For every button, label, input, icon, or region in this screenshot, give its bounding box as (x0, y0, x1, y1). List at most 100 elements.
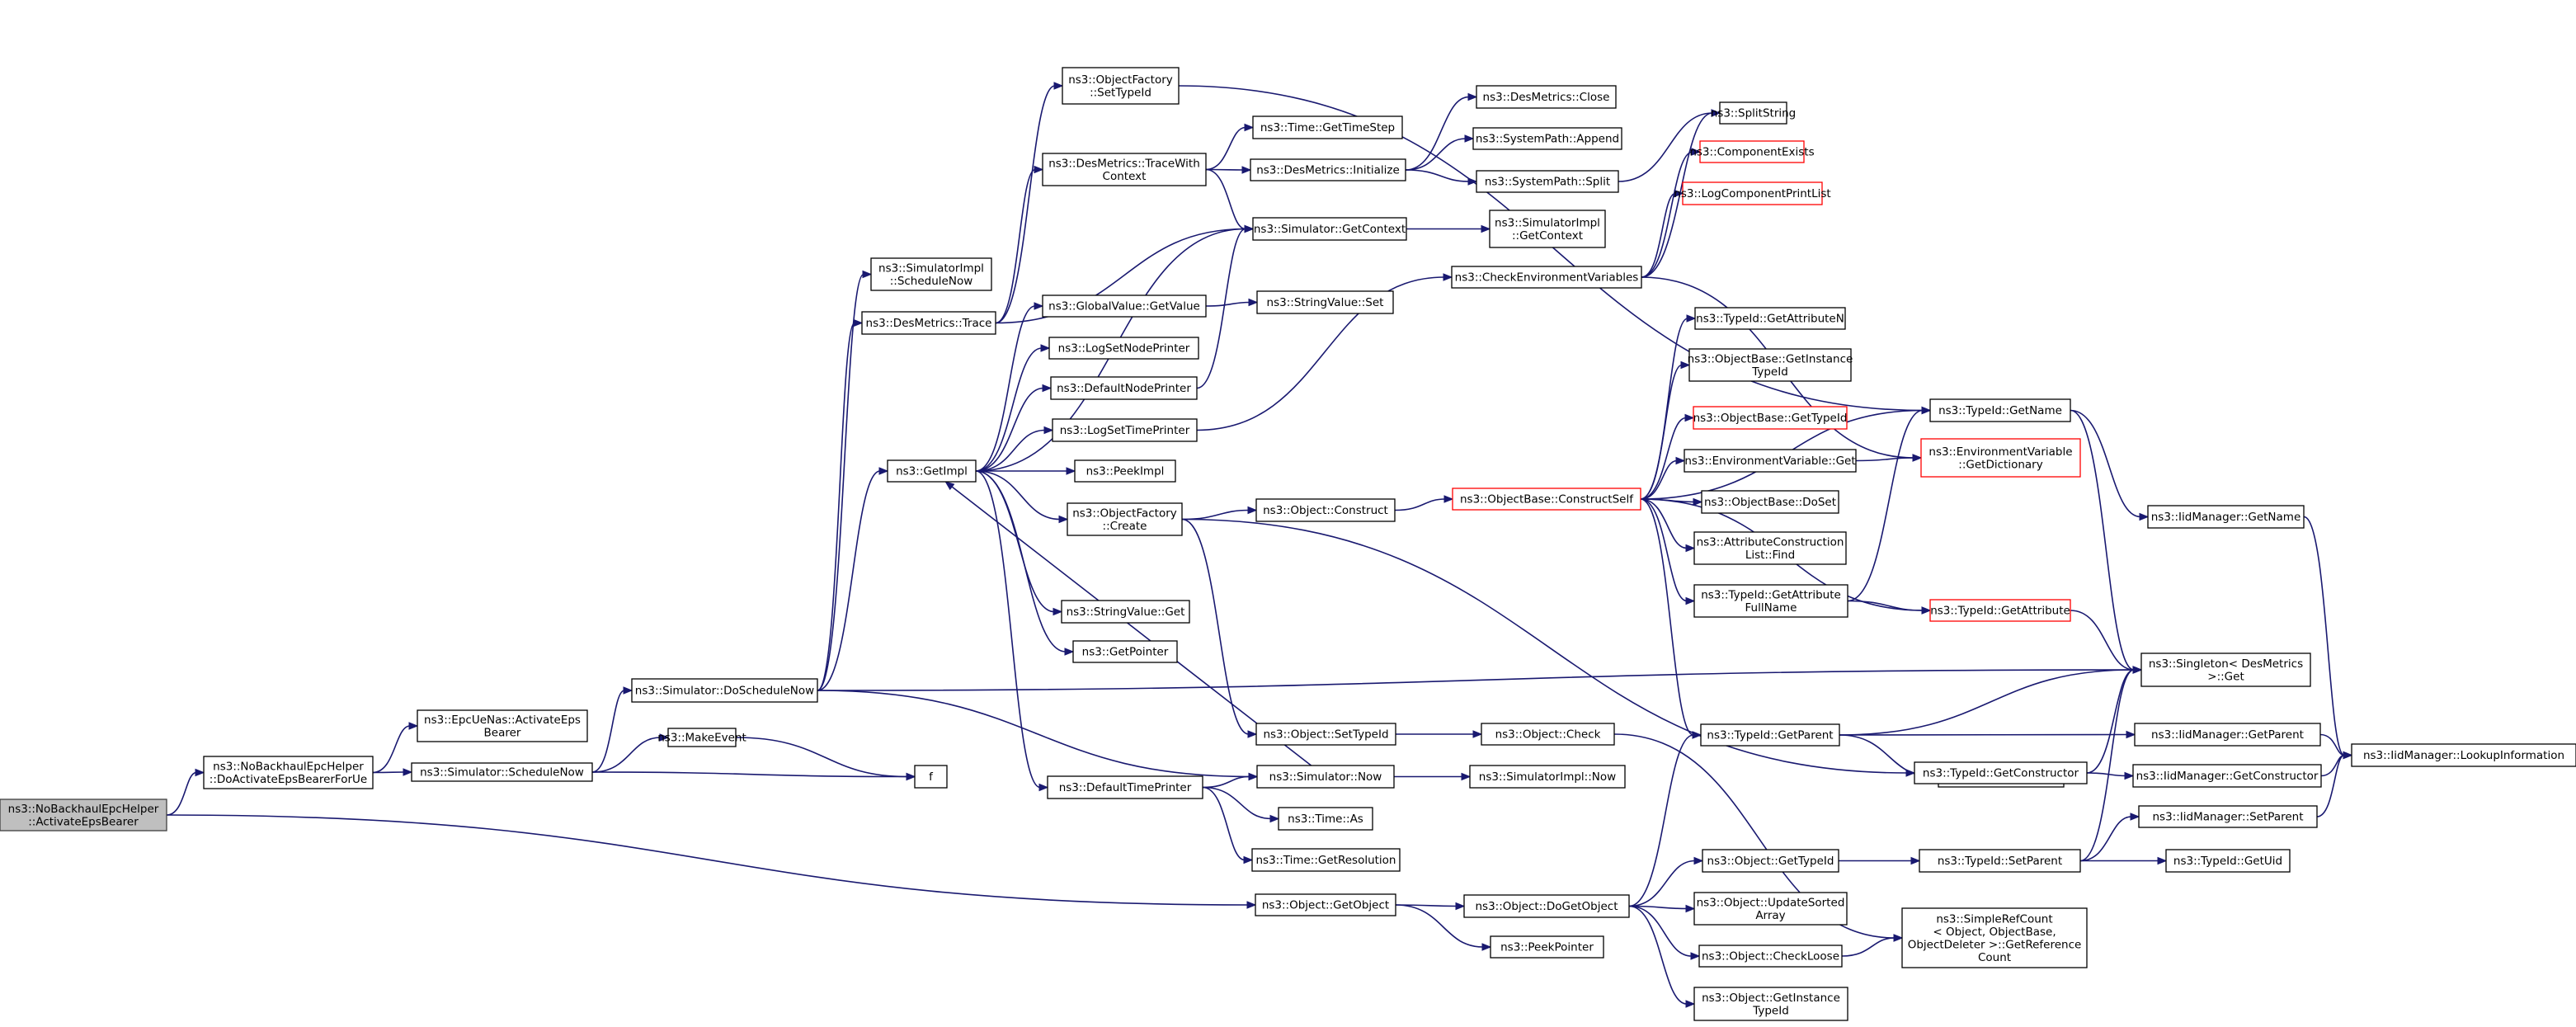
node-splitstring[interactable]: ns3::SplitString (1711, 101, 1797, 125)
node-objdogetobject[interactable]: ns3::Object::DoGetObject (1463, 894, 1630, 918)
node-doact[interactable]: ns3::NoBackhaulEpcHelper::DoActivateEpsB… (203, 756, 374, 789)
node-tidgetattr[interactable]: ns3::TypeId::GetAttribute (1929, 599, 2071, 622)
node-f[interactable]: f (914, 765, 948, 789)
node-root[interactable]: ns3::NoBackhaulEpcHelper::ActivateEpsBea… (0, 799, 167, 831)
node-syssplit[interactable]: ns3::SystemPath::Split (1476, 170, 1619, 193)
edge-desminit-sysappend (1405, 138, 1467, 171)
node-sysappend[interactable]: ns3::SystemPath::Append (1472, 127, 1622, 150)
node-envget[interactable]: ns3::EnvironmentVariable::Get (1684, 449, 1857, 473)
node-doschednow[interactable]: ns3::Simulator::DoScheduleNow (631, 678, 818, 703)
node-simimplnow[interactable]: ns3::SimulatorImpl::Now (1469, 765, 1626, 789)
node-timeas[interactable]: ns3::Time::As (1278, 807, 1373, 831)
node-box (1067, 502, 1183, 536)
node-desmtrace[interactable]: ns3::DesMetrics::Trace (861, 311, 996, 335)
edge-tidgetparent-singleton (1839, 669, 2135, 736)
edge-simnow-getimpl (950, 485, 1312, 766)
edge-getimpl-ofcreate (975, 470, 1061, 521)
edge-getimpl-gvgetvalue (975, 305, 1036, 472)
arrowhead-icon (1247, 730, 1258, 738)
call-edges (166, 82, 2353, 1008)
node-strvalget[interactable]: ns3::StringValue::Get (1061, 600, 1190, 624)
node-objconstruct[interactable]: ns3::Object::Construct (1255, 498, 1396, 522)
node-tidsetparent[interactable]: ns3::TypeId::SetParent (1919, 849, 2081, 873)
node-singleton[interactable]: ns3::Singleton< DesMetrics >::Get (2140, 652, 2311, 687)
node-gvgetvalue[interactable]: ns3::GlobalValue::GetValue (1042, 294, 1207, 318)
node-label: Context (1103, 170, 1147, 183)
node-objcheck[interactable]: ns3::Object::Check (1481, 723, 1615, 746)
node-box (411, 762, 593, 782)
node-peekpointer[interactable]: ns3::PeekPointer (1490, 935, 1604, 959)
node-label: ObjectDeleter >::GetReference (1908, 938, 2082, 951)
node-ofcreate[interactable]: ns3::ObjectFactory::Create (1067, 502, 1183, 536)
node-objcheckloose[interactable]: ns3::Object::CheckLoose (1698, 945, 1843, 968)
node-envgetdict[interactable]: ns3::EnvironmentVariable::GetDictionary (1920, 438, 2081, 478)
node-iidlookup[interactable]: ns3::IidManager::LookupInformation (2351, 743, 2576, 767)
edge-objdogetobject-objgetinsttid (1628, 905, 1688, 1005)
node-compexists[interactable]: ns3::ComponentExists (1689, 140, 1815, 163)
edge-tracewith-desminit (1205, 168, 1244, 171)
node-simimplgetctx[interactable]: ns3::SimulatorImpl::GetContext (1489, 210, 1606, 248)
node-tidgetctor[interactable]: ns3::TypeId::GetConstructor (1914, 761, 2088, 784)
node-tidgetparent[interactable]: ns3::TypeId::GetParent (1700, 723, 1840, 747)
node-label: ns3::Simulator::DoScheduleNow (635, 685, 814, 698)
node-box (417, 709, 588, 742)
node-box (1255, 723, 1396, 746)
node-simgetctx[interactable]: ns3::Simulator::GetContext (1252, 217, 1407, 241)
node-box (667, 728, 737, 747)
node-iidgetparent[interactable]: ns3::IidManager::GetParent (2134, 723, 2321, 747)
node-peekimpl[interactable]: ns3::PeekImpl (1074, 459, 1176, 483)
node-simplerefcount[interactable]: ns3::SimpleRefCount< Object, ObjectBase,… (1901, 907, 2088, 968)
node-tidgetuid[interactable]: ns3::TypeId::GetUid (2165, 849, 2291, 873)
edge-doschednow-getimpl (817, 470, 881, 691)
node-timegetres[interactable]: ns3::Time::GetResolution (1251, 848, 1401, 872)
node-gettimestep[interactable]: ns3::Time::GetTimeStep (1252, 115, 1403, 139)
node-label: ns3::IidManager::GetName (2151, 511, 2301, 524)
node-obgettypeid[interactable]: ns3::ObjectBase::GetTypeId (1693, 406, 1848, 430)
node-deftimeprinter[interactable]: ns3::DefaultTimePrinter (1047, 775, 1203, 799)
node-obdoset[interactable]: ns3::ObjectBase::DoSet (1701, 490, 1839, 514)
node-desmclose[interactable]: ns3::DesMetrics::Close (1476, 85, 1617, 109)
node-objgettypeid[interactable]: ns3::Object::GetTypeId (1702, 849, 1839, 873)
node-checkenv[interactable]: ns3::CheckEnvironmentVariables (1451, 266, 1642, 289)
node-box (2134, 723, 2321, 747)
node-lognodeprinter[interactable]: ns3::LogSetNodePrinter (1048, 337, 1199, 360)
arrowhead-icon (1058, 515, 1069, 524)
node-label: ns3::TypeId::GetAttribute (1930, 605, 2070, 618)
node-epcue[interactable]: ns3::EpcUeNas::ActivateEpsBearer (417, 709, 588, 742)
node-box (1052, 418, 1198, 442)
node-getattrn[interactable]: ns3::TypeId::GetAttributeN (1694, 307, 1846, 330)
node-constructself[interactable]: ns3::ObjectBase::ConstructSelf (1452, 488, 1641, 511)
node-objsettypeid[interactable]: ns3::Object::SetTypeId (1255, 723, 1396, 746)
node-logtimeprinter[interactable]: ns3::LogSetTimePrinter (1052, 418, 1198, 442)
node-label: ns3::CheckEnvironmentVariables (1455, 271, 1639, 285)
node-getimpl[interactable]: ns3::GetImpl (887, 459, 977, 483)
node-getpointer[interactable]: ns3::GetPointer (1072, 640, 1178, 663)
node-ofsettypeid[interactable]: ns3::ObjectFactory::SetTypeId (1062, 67, 1180, 105)
node-simnow[interactable]: ns3::Simulator::Now (1256, 765, 1395, 789)
node-simimplsched[interactable]: ns3::SimulatorImpl::ScheduleNow (870, 257, 992, 291)
node-logcompprint[interactable]: ns3::LogComponentPrintList (1674, 181, 1831, 205)
node-defnodeprinter[interactable]: ns3::DefaultNodePrinter (1050, 376, 1198, 400)
node-label: ns3::Simulator::Now (1269, 770, 1382, 784)
node-makeevent[interactable]: ns3::MakeEvent (657, 728, 746, 747)
node-label: ::ActivateEpsBearer (28, 815, 139, 828)
arrowhead-icon (1455, 902, 1466, 911)
node-iidgetctor[interactable]: ns3::IidManager::GetConstructor (2132, 764, 2322, 788)
node-label: ns3::MakeEvent (657, 732, 746, 745)
node-tidgetname[interactable]: ns3::TypeId::GetName (1929, 398, 2071, 422)
edge-getimpl-logtimeprinter (975, 429, 1046, 472)
node-strvalset[interactable]: ns3::StringValue::Set (1256, 290, 1394, 314)
node-schednow[interactable]: ns3::Simulator::ScheduleNow (411, 762, 593, 782)
node-iidgetname[interactable]: ns3::IidManager::GetName (2147, 505, 2305, 529)
node-objgetobject[interactable]: ns3::Object::GetObject (1255, 893, 1396, 916)
node-label: ns3::SystemPath::Split (1485, 176, 1610, 189)
node-iidsetparent[interactable]: ns3::IidManager::SetParent (2138, 805, 2318, 828)
node-desminit[interactable]: ns3::DesMetrics::Initialize (1250, 158, 1406, 181)
edge-ofcreate-objsettypeid (1181, 518, 1250, 735)
